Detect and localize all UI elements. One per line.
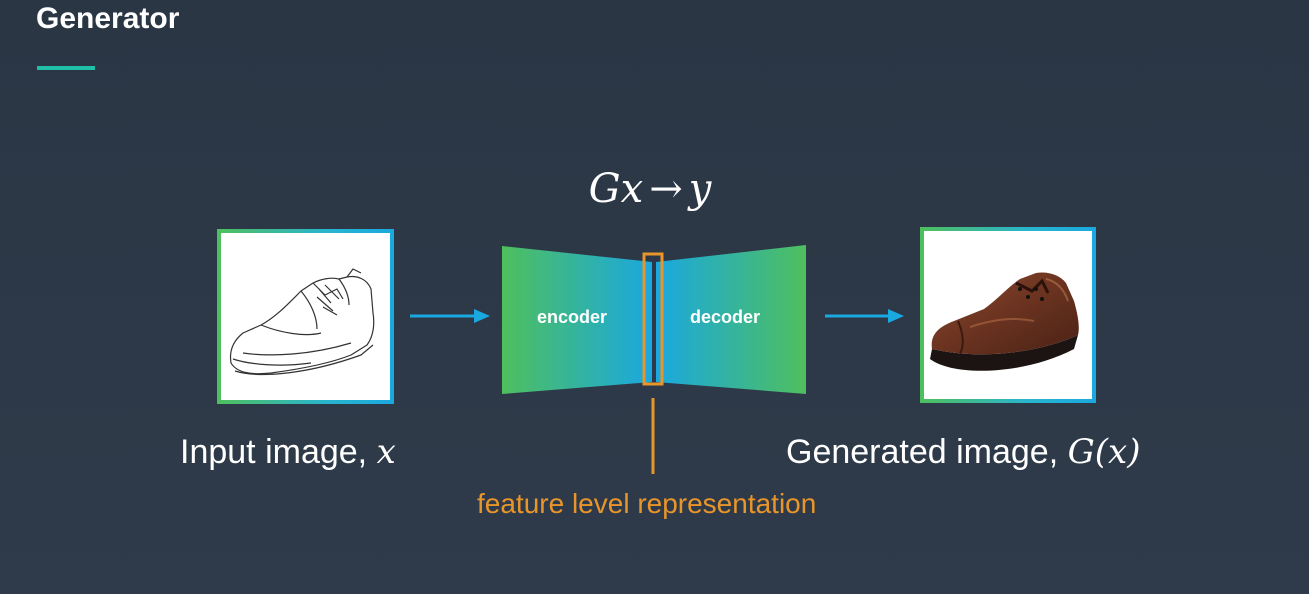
output-caption-math: G(x) — [1067, 432, 1141, 472]
encoder-label: encoder — [537, 307, 608, 327]
output-image-frame — [920, 227, 1096, 403]
generator-formula: Gx→y — [520, 166, 780, 212]
formula-x: x — [620, 166, 644, 212]
formula-g: G — [588, 166, 621, 212]
encoder-block — [502, 246, 652, 394]
input-caption-math: x — [376, 432, 396, 472]
title-underline — [37, 66, 95, 70]
slide-title: Generator — [36, 2, 180, 35]
decoder-block — [656, 245, 806, 394]
decoder-label: decoder — [690, 307, 761, 327]
feature-level-label: feature level representation — [477, 488, 817, 519]
feature-bottleneck-box — [642, 252, 664, 386]
input-image-frame — [217, 229, 394, 404]
formula-y: y — [688, 166, 712, 212]
output-image-caption: Generated image, G(x) — [786, 432, 1141, 472]
input-caption-text: Input image, — [180, 433, 377, 471]
leather-shoe-icon — [930, 272, 1079, 371]
shoe-sketch-image — [221, 233, 390, 400]
leather-shoe-image — [924, 231, 1092, 399]
output-caption-text: Generated image, — [786, 433, 1068, 471]
output-arrow — [825, 309, 904, 323]
input-image-caption: Input image, x — [180, 432, 396, 472]
input-arrow — [410, 309, 490, 323]
shoe-sketch-icon — [229, 268, 375, 376]
formula-arrow: → — [649, 166, 683, 212]
